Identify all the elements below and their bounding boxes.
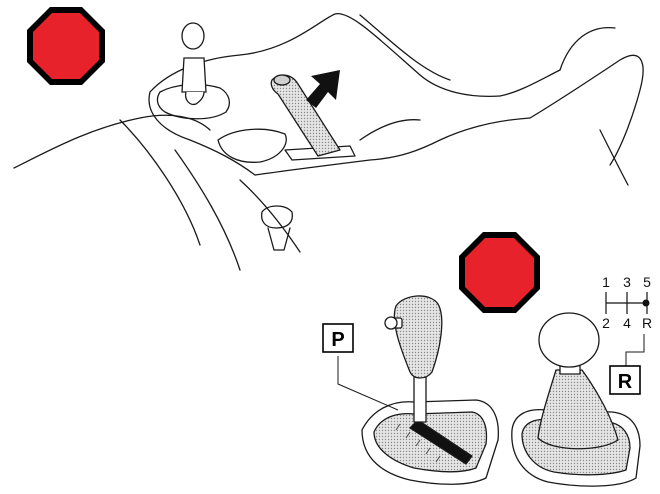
gear-5: 5	[643, 274, 651, 290]
gear-3: 3	[623, 274, 631, 290]
automatic-label-callout: P	[323, 324, 398, 410]
automatic-park-label: P	[331, 329, 344, 351]
gear-2: 2	[602, 315, 610, 331]
stop-octagon-icon	[27, 7, 105, 85]
upper-gear-knob	[182, 23, 206, 104]
selected-gear-dot	[643, 300, 650, 307]
gear-1: 1	[602, 274, 610, 290]
direction-arrow-icon	[306, 70, 340, 108]
manual-label-callout: R	[610, 334, 644, 394]
manual-shifter	[512, 313, 640, 486]
automatic-selector	[362, 296, 498, 484]
gear-reverse: R	[642, 315, 652, 331]
gear-4: 4	[623, 315, 631, 331]
gear-shift-pattern: 1 3 5 2 4 R	[602, 274, 652, 331]
stop-octagon-icon	[459, 232, 540, 313]
manual-reverse-label: R	[618, 371, 633, 393]
